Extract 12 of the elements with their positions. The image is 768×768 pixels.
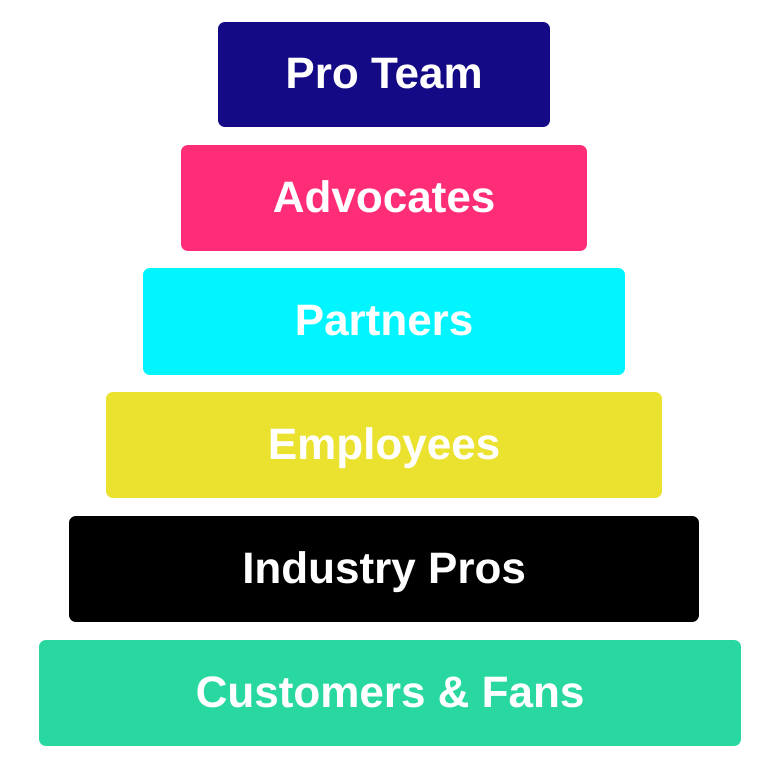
tier-bar — [218, 22, 550, 127]
tier-bar — [69, 516, 699, 622]
tier-label: Partners — [294, 297, 474, 346]
tier-bar — [106, 392, 662, 498]
tier-label: Advocates — [272, 174, 496, 222]
tier-bar — [39, 640, 741, 746]
tier-bar — [181, 145, 587, 251]
tier-label: Industry Pros — [242, 544, 526, 594]
tier-bar — [143, 268, 625, 375]
tier-label: Employees — [268, 420, 500, 470]
tier-label: Pro Team — [285, 50, 483, 99]
tier-label: Customers & Fans — [196, 668, 584, 718]
